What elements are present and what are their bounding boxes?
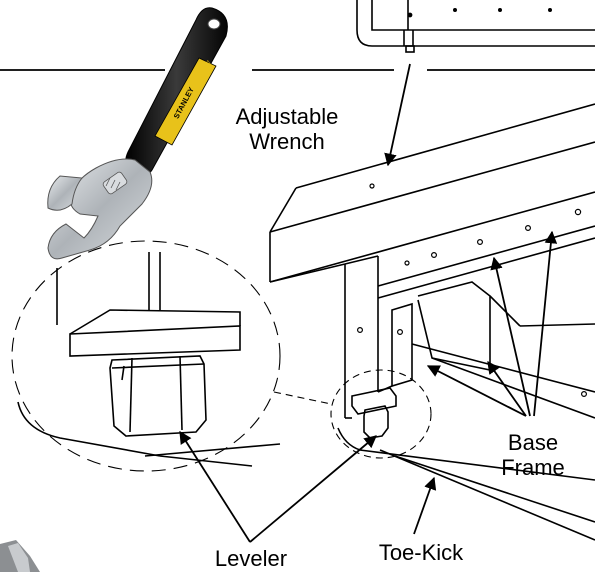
leveler-detail-magnified: [11, 240, 281, 472]
top-inset-cabinet: [356, 0, 595, 53]
label-base-line: Base: [507, 430, 559, 455]
label-wrench-line: Wrench: [249, 129, 325, 154]
callout-arrows: [179, 230, 558, 543]
label-leveler: Leveler: [214, 546, 288, 571]
label-frame-line: Frame: [501, 455, 565, 480]
leveler-callout-dashes: [273, 369, 432, 459]
wrench-picture: STANLEY 87-457: [47, 7, 228, 260]
label-adjustable-line: Adjustable: [235, 104, 339, 129]
label-toe-kick: Toe-Kick: [378, 540, 464, 565]
inset-pointer-arrow: [384, 63, 411, 167]
scraper-tool-partial: [0, 540, 40, 572]
label-adjustable-wrench: Adjustable Wrench: [212, 104, 362, 154]
label-base-frame: Base Frame: [488, 430, 578, 480]
